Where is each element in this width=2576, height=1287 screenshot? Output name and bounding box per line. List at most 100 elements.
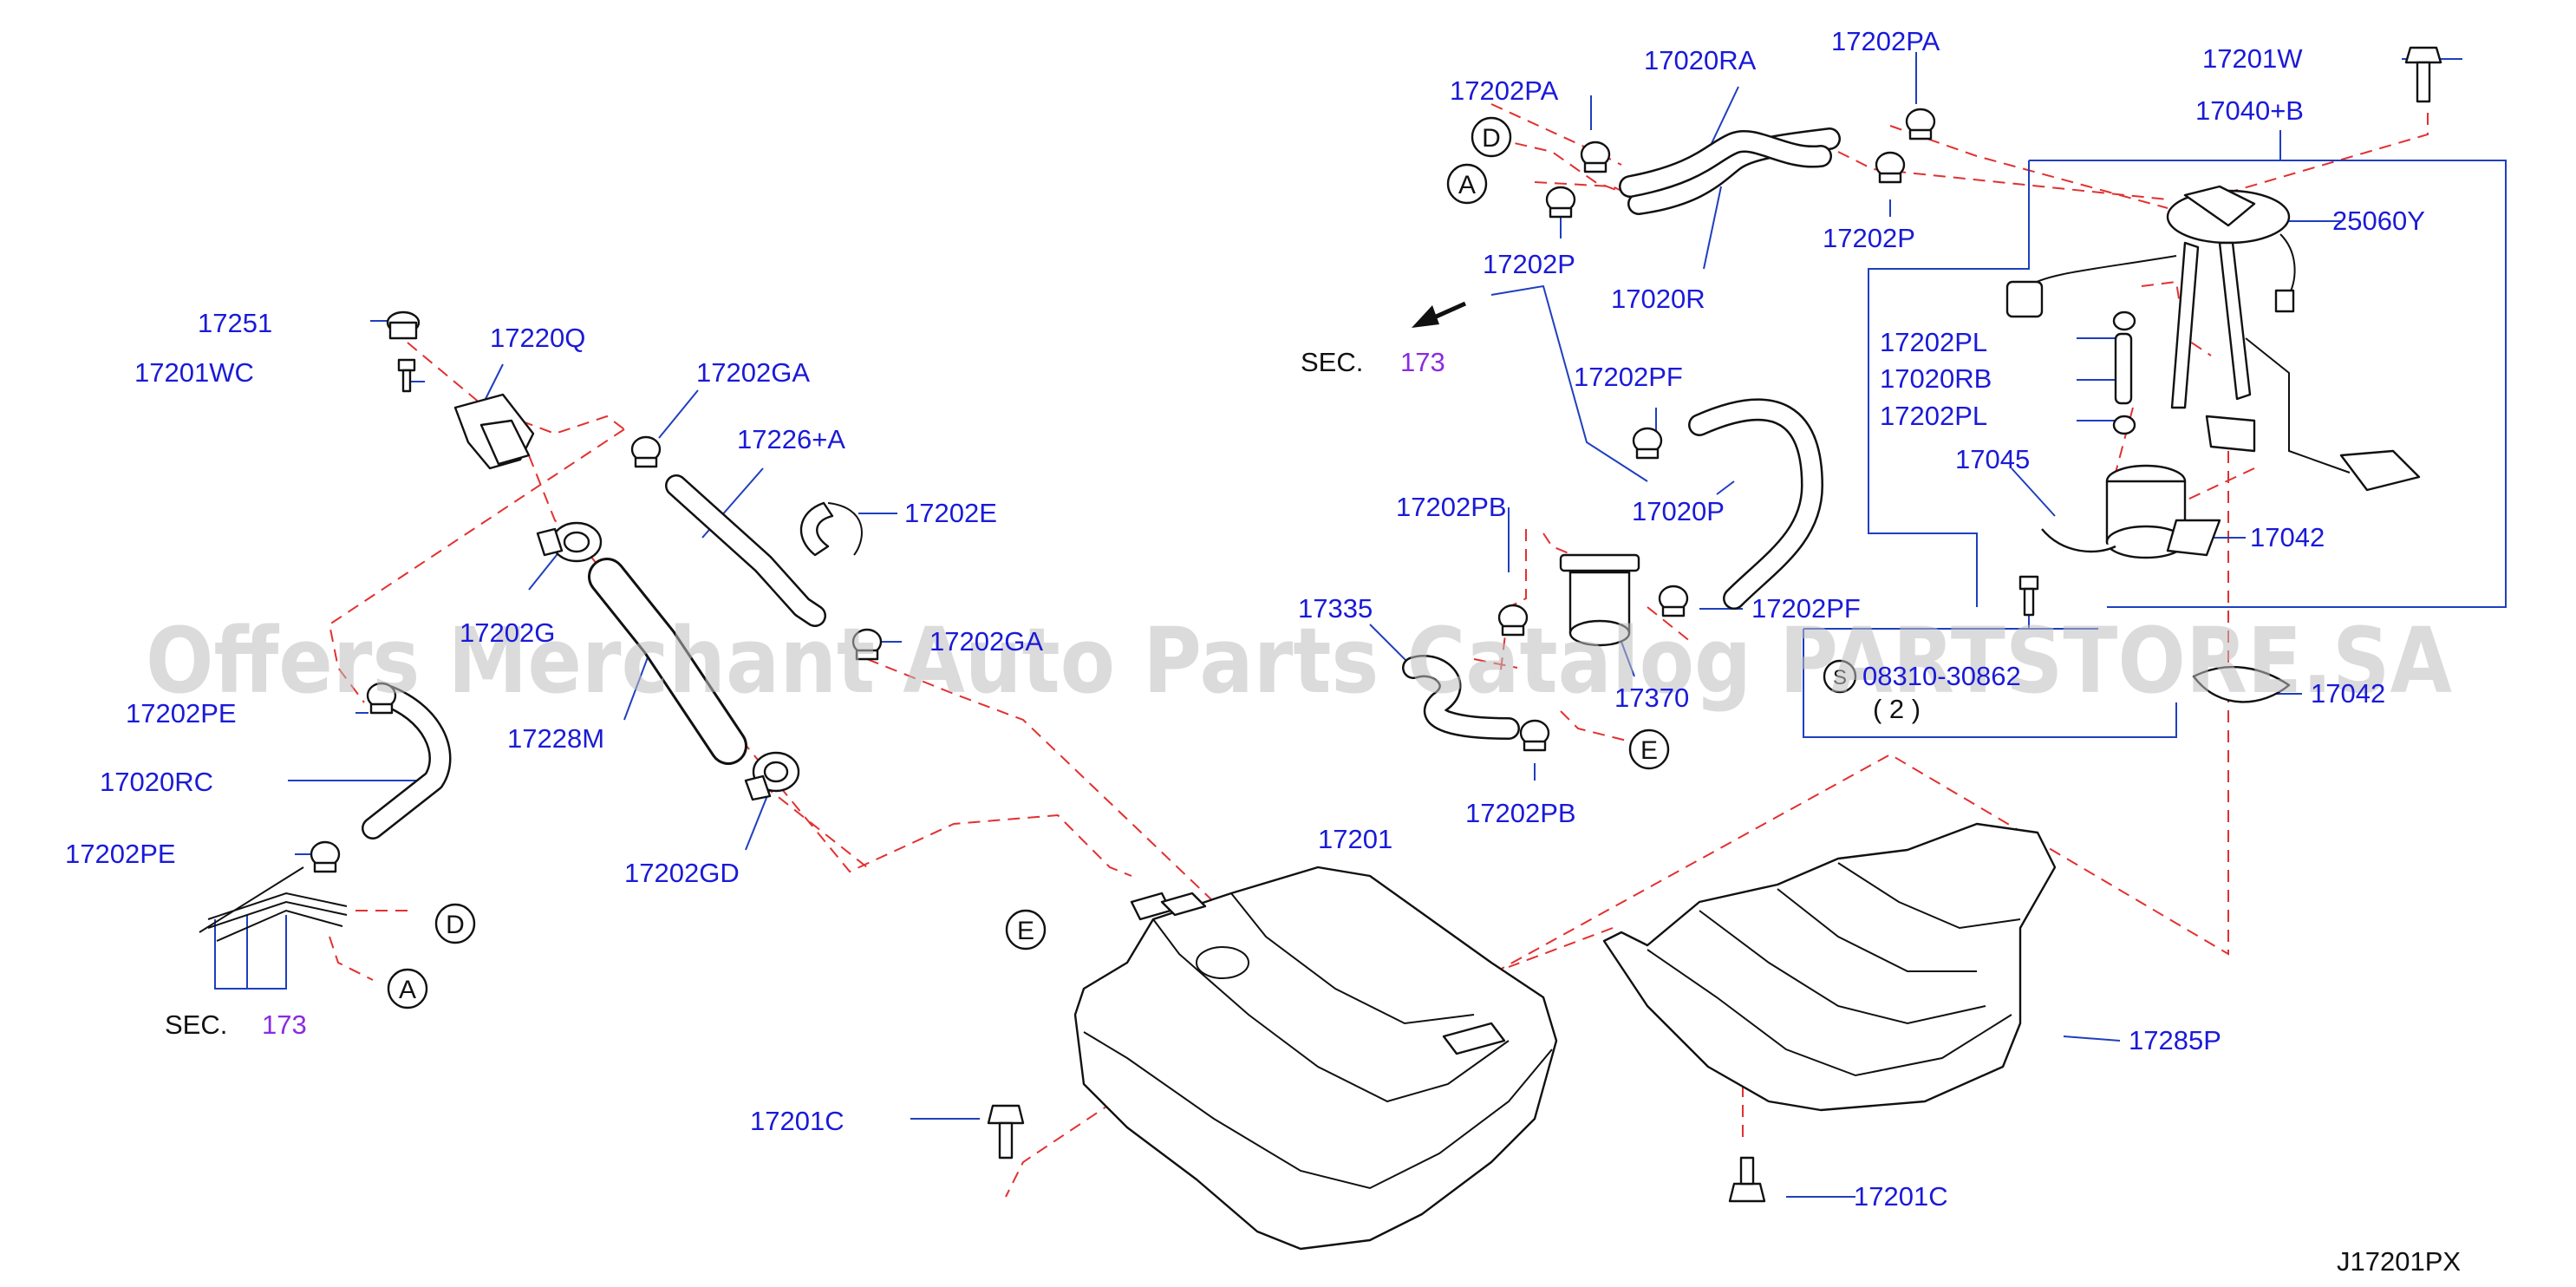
pipe-bundle	[199, 866, 348, 942]
assembly-frames	[1803, 160, 2507, 738]
part-labels: 17202PA 17020RA 17202PA 17201W 17040+B 2…	[65, 26, 2425, 1212]
section-arrow-icon	[1412, 301, 1467, 328]
callout-s-bolt: S	[1823, 659, 1857, 694]
label-17202ga-bot[interactable]: 17202GA	[929, 626, 1043, 657]
callout-e-right: E	[1628, 728, 1670, 770]
callout-d-top: D	[1471, 116, 1512, 158]
label-17020r[interactable]: 17020R	[1611, 284, 1705, 314]
label-17202pl-top[interactable]: 17202PL	[1880, 327, 1987, 357]
svg-text:D: D	[1482, 124, 1501, 153]
label-17042-top[interactable]: 17042	[2250, 522, 2325, 552]
label-17040b[interactable]: 17040+B	[2195, 95, 2304, 126]
svg-text:A: A	[399, 976, 416, 1004]
hose-17020r	[1619, 130, 1832, 198]
label-17335[interactable]: 17335	[1298, 593, 1373, 624]
bolt-17201w	[2404, 46, 2442, 103]
label-17020p[interactable]: 17020P	[1632, 496, 1725, 526]
label-17201w[interactable]: 17201W	[2202, 43, 2303, 74]
label-17020ra[interactable]: 17020RA	[1644, 45, 1757, 75]
label-17202pe-bot[interactable]: 17202PE	[65, 839, 176, 869]
label-17220q[interactable]: 17220Q	[490, 323, 585, 353]
svg-text:SEC.: SEC.	[1301, 347, 1363, 377]
label-17202p-right[interactable]: 17202P	[1823, 223, 1915, 253]
svg-text:S: S	[1833, 666, 1847, 689]
bolt-08310-30862	[2018, 575, 2039, 617]
svg-text:SEC.: SEC.	[165, 1009, 227, 1040]
label-17228m[interactable]: 17228M	[507, 723, 604, 754]
label-17202pf-top[interactable]: 17202PF	[1574, 362, 1683, 392]
bolt-17201c-left	[987, 1104, 1025, 1160]
label-17202pl-bot[interactable]: 17202PL	[1880, 401, 1987, 431]
hose-17226a	[665, 474, 826, 627]
clamp-17202ga-top	[630, 435, 662, 468]
label-17202pe-top[interactable]: 17202PE	[126, 698, 237, 728]
clamp-17202pa-left	[1580, 140, 1611, 173]
label-17202pb-top[interactable]: 17202PB	[1396, 492, 1507, 522]
label-17202gd[interactable]: 17202GD	[624, 858, 740, 888]
label-17201c-right[interactable]: 17201C	[1854, 1181, 1948, 1212]
clamp-17202pe-bot	[310, 840, 341, 873]
gasket-17042	[2192, 665, 2291, 703]
label-17020rb[interactable]: 17020RB	[1880, 363, 1992, 394]
diagram-code: J17201PX	[2337, 1246, 2461, 1277]
callout-a-top: A	[1446, 163, 1488, 205]
clamp-17202pb-bot	[1519, 719, 1550, 752]
label-25060y[interactable]: 25060Y	[2332, 206, 2425, 236]
hose-17020rb	[2112, 310, 2136, 435]
svg-text:A: A	[1458, 171, 1476, 199]
clamp-17202pf-bot	[1658, 585, 1689, 617]
label-08310-qty: ( 2 )	[1873, 694, 1921, 724]
svg-text:173: 173	[262, 1009, 307, 1040]
label-17285p[interactable]: 17285P	[2129, 1025, 2221, 1055]
label-17042-bot[interactable]: 17042	[2311, 678, 2385, 709]
label-17045[interactable]: 17045	[1955, 444, 2030, 474]
callout-d-left: D	[434, 903, 476, 944]
label-17202pf-bot[interactable]: 17202PF	[1751, 593, 1861, 624]
clamp-17202ga-bot	[851, 628, 883, 661]
clamp-17202pb-top	[1497, 604, 1529, 637]
svg-text:E: E	[1640, 736, 1658, 765]
svg-text:E: E	[1017, 917, 1034, 945]
clamp-17202pa-right	[1905, 108, 1936, 140]
label-17201c-left[interactable]: 17201C	[750, 1106, 845, 1136]
clamp-17202p-left	[1545, 186, 1576, 219]
label-17202e[interactable]: 17202E	[904, 498, 997, 528]
label-17226a[interactable]: 17226+A	[737, 424, 845, 454]
hose-17020rc	[362, 683, 452, 839]
label-17201wc[interactable]: 17201WC	[134, 357, 254, 388]
label-17202g[interactable]: 17202G	[460, 617, 555, 648]
hose-17335	[1402, 655, 1520, 740]
label-17202pb-bot[interactable]: 17202PB	[1465, 798, 1576, 828]
screw-17201wc	[397, 358, 416, 393]
clamp-17202e	[799, 501, 863, 557]
section-ref-lower[interactable]: SEC. 173	[165, 1009, 307, 1040]
clamp-17202gd	[744, 751, 800, 801]
clamp-17202pe-top	[366, 682, 397, 715]
label-17202pa-right[interactable]: 17202PA	[1831, 26, 1940, 56]
label-17202p-left[interactable]: 17202P	[1483, 249, 1575, 279]
clamp-17202g	[536, 521, 603, 563]
fuel-tank-17201	[1073, 866, 1558, 1251]
label-17202ga-top[interactable]: 17202GA	[696, 357, 810, 388]
label-17020rc[interactable]: 17020RC	[100, 767, 213, 797]
label-17370[interactable]: 17370	[1614, 683, 1689, 713]
canister-17370	[1559, 553, 1640, 647]
hose-17020p	[1688, 398, 1823, 610]
cap-17251	[386, 310, 421, 340]
callout-a-left: A	[387, 968, 428, 1009]
clamp-17202p-right	[1875, 151, 1906, 184]
label-17202pa-left[interactable]: 17202PA	[1450, 75, 1559, 106]
svg-text:173: 173	[1400, 347, 1445, 377]
bolt-17201c-right	[1728, 1156, 1766, 1203]
watermark: Offers Merchant Auto Parts Catalog PARTS…	[146, 608, 2452, 714]
fuel-filter-17042	[2041, 464, 2221, 559]
section-ref-upper[interactable]: SEC. 173	[1301, 347, 1445, 377]
label-08310-30862[interactable]: 08310-30862	[1862, 661, 2021, 691]
tank-protector-17285p	[1602, 822, 2057, 1112]
label-17251[interactable]: 17251	[198, 308, 272, 338]
svg-text:D: D	[446, 911, 465, 939]
label-17201[interactable]: 17201	[1318, 824, 1392, 854]
filler-neck-17220q	[453, 393, 535, 470]
clamp-17202pf-top	[1632, 427, 1663, 460]
